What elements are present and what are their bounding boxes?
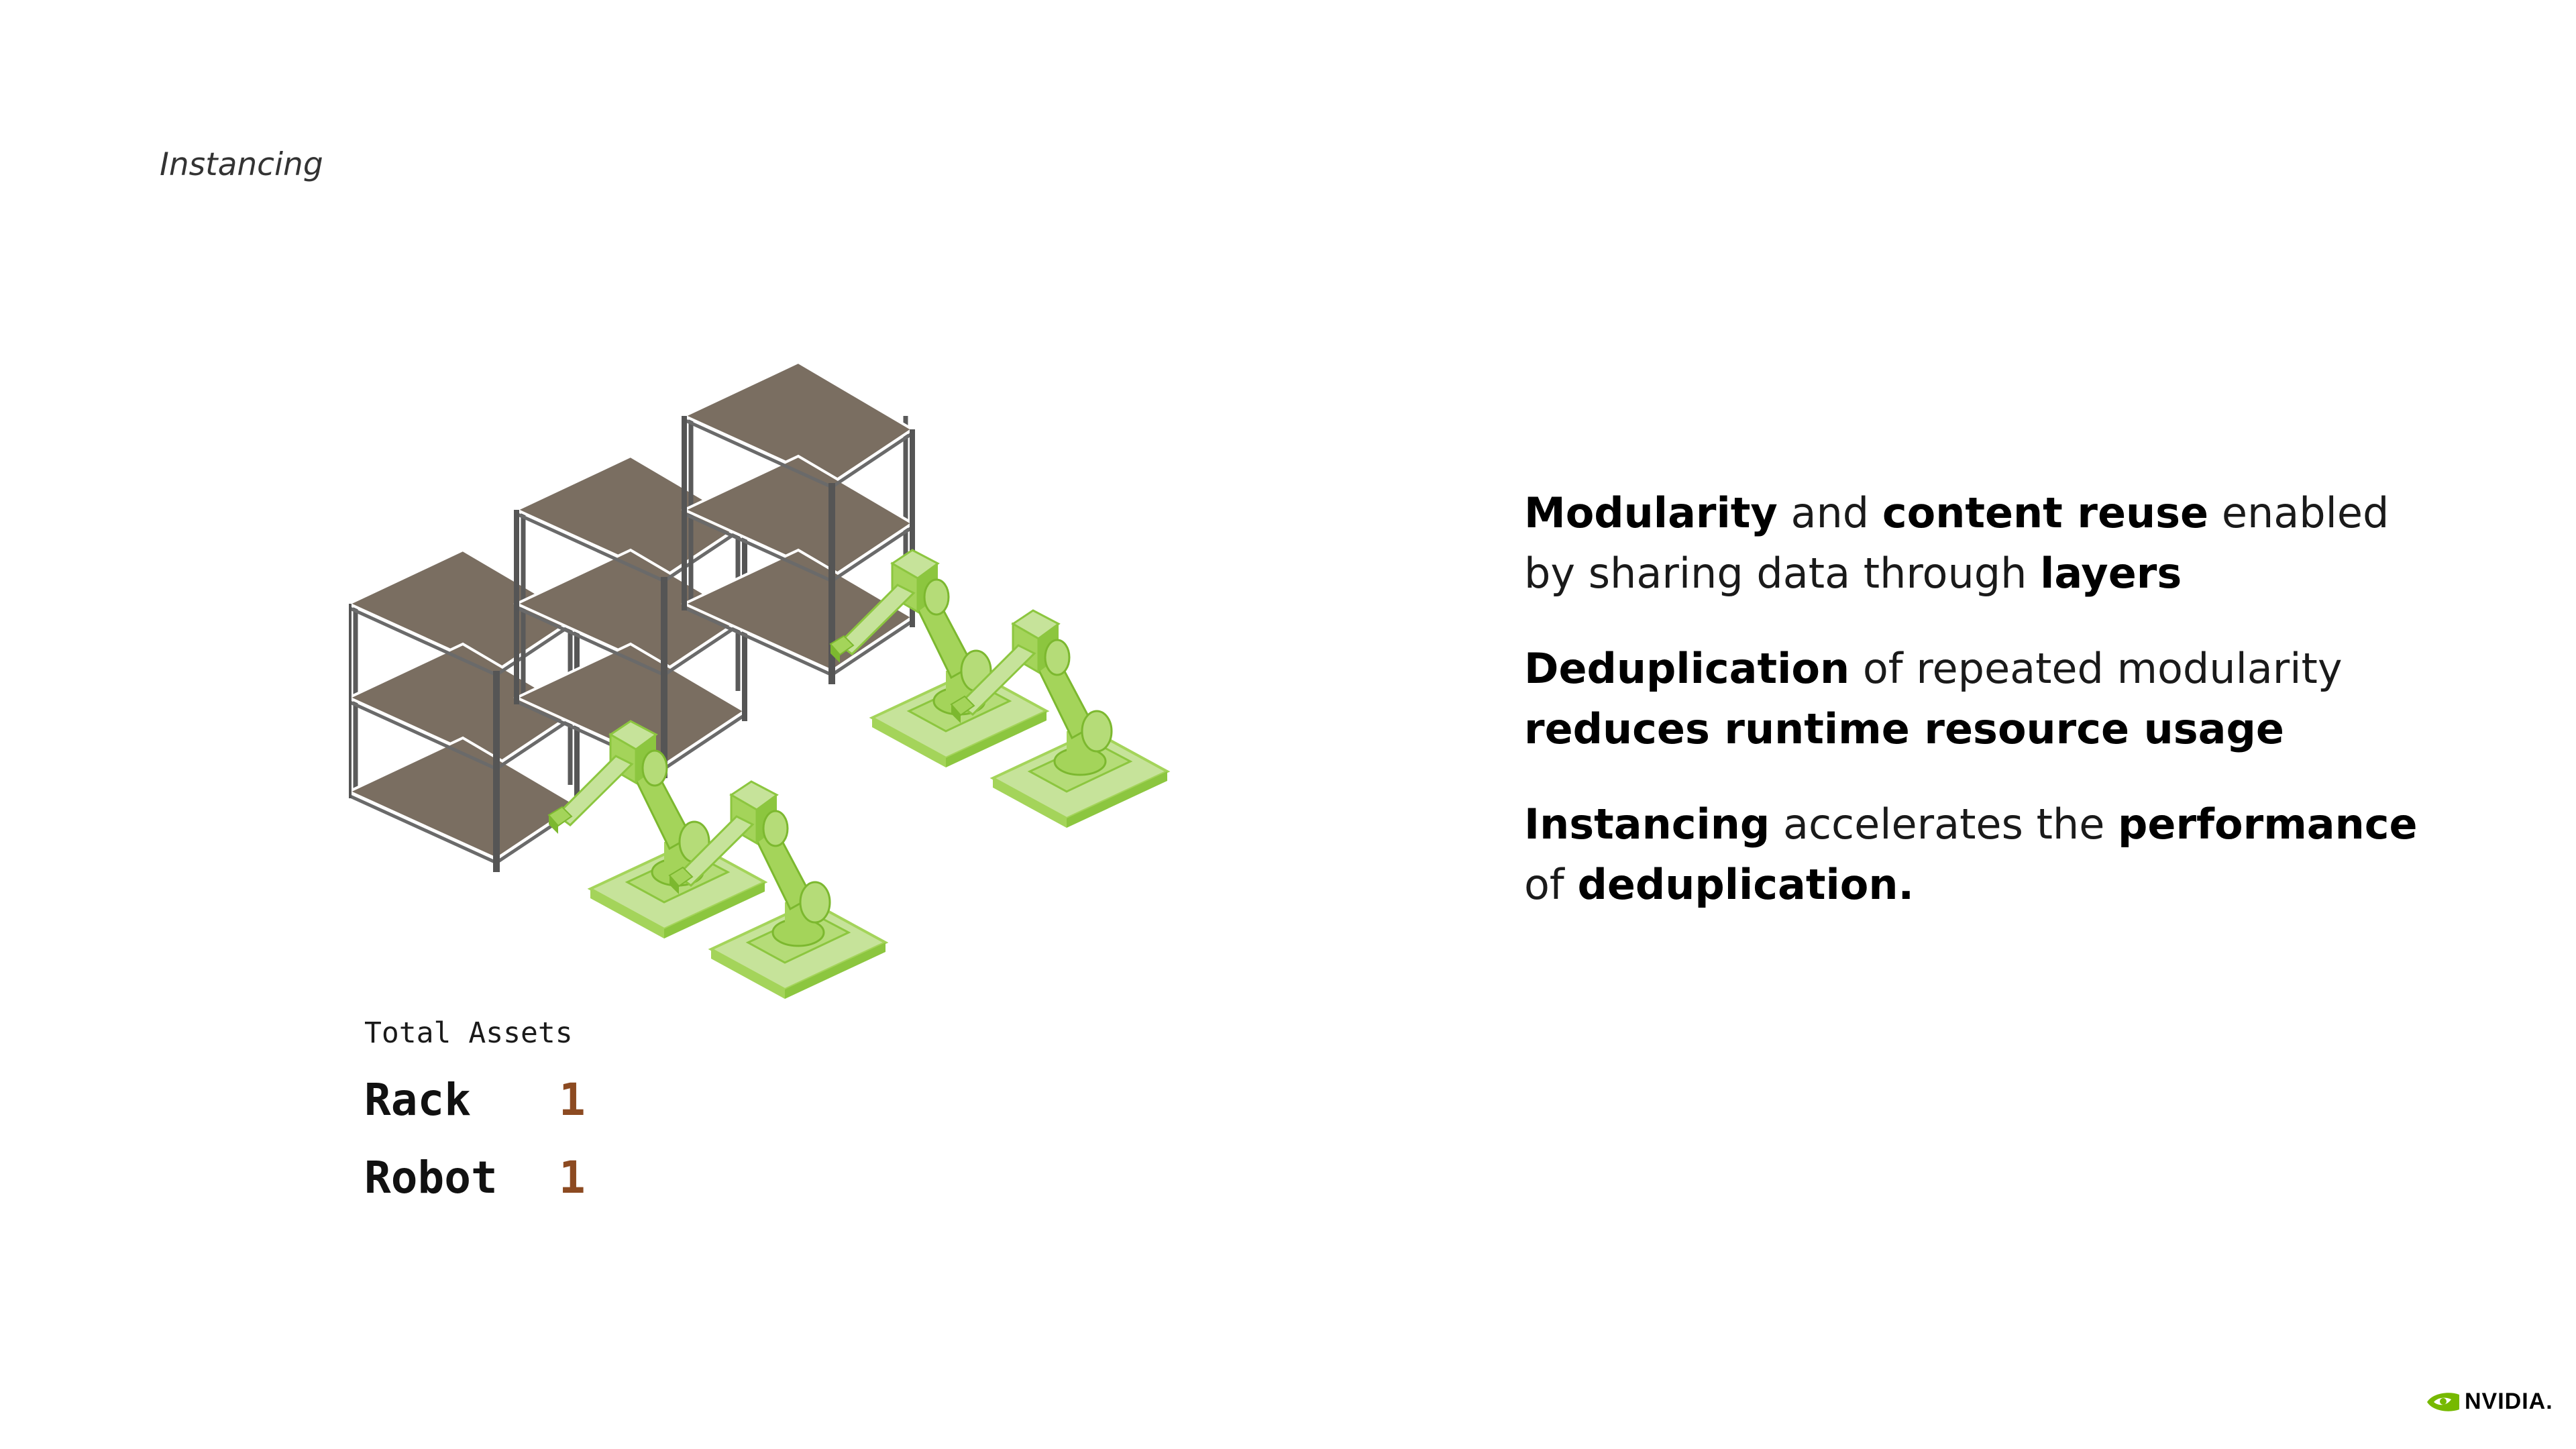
asset-count: 1: [559, 1074, 586, 1126]
racks-group: [349, 362, 912, 872]
statement-text: and: [1777, 488, 1882, 537]
asset-row-robot: Robot 1: [364, 1152, 586, 1230]
total-assets-title: Total Assets: [364, 1016, 573, 1050]
section-label: Instancing: [160, 146, 323, 183]
statement-3: Instancing accelerates the performance o…: [1524, 794, 2450, 915]
nvidia-logo: NVIDIA.: [2426, 1389, 2553, 1415]
statement-emphasis: Instancing: [1524, 800, 1770, 849]
statement-emphasis: content reuse: [1882, 488, 2209, 537]
warehouse-illustration: [349, 349, 1169, 1000]
statement-emphasis: Deduplication: [1524, 644, 1850, 693]
asset-name: Robot: [364, 1152, 498, 1203]
statement-emphasis: deduplication.: [1577, 860, 1915, 909]
total-assets-panel: Total Assets Rack 1 Robot 1: [364, 1016, 586, 1230]
statement-emphasis: Modularity: [1524, 488, 1778, 537]
key-statements: Modularity and content reuse enabled by …: [1524, 483, 2450, 950]
statement-emphasis: performance: [2118, 800, 2418, 849]
statement-emphasis: reduces runtime resource usage: [1524, 704, 2284, 753]
asset-row-rack: Rack 1: [364, 1074, 586, 1152]
statement-text: accelerates the: [1770, 800, 2118, 849]
nvidia-eye-icon: [2427, 1392, 2459, 1411]
statement-emphasis: layers: [2040, 549, 2182, 598]
statement-text: of: [1524, 860, 1578, 909]
statement-text: of repeated modularity: [1849, 644, 2343, 693]
statement-text: enabled by sharing data through: [1524, 488, 2390, 598]
asset-count: 1: [559, 1152, 586, 1203]
statement-2: Deduplication of repeated modularity red…: [1524, 639, 2450, 759]
statement-1: Modularity and content reuse enabled by …: [1524, 483, 2450, 604]
logo-text: NVIDIA.: [2465, 1389, 2553, 1414]
asset-name: Rack: [364, 1074, 471, 1126]
